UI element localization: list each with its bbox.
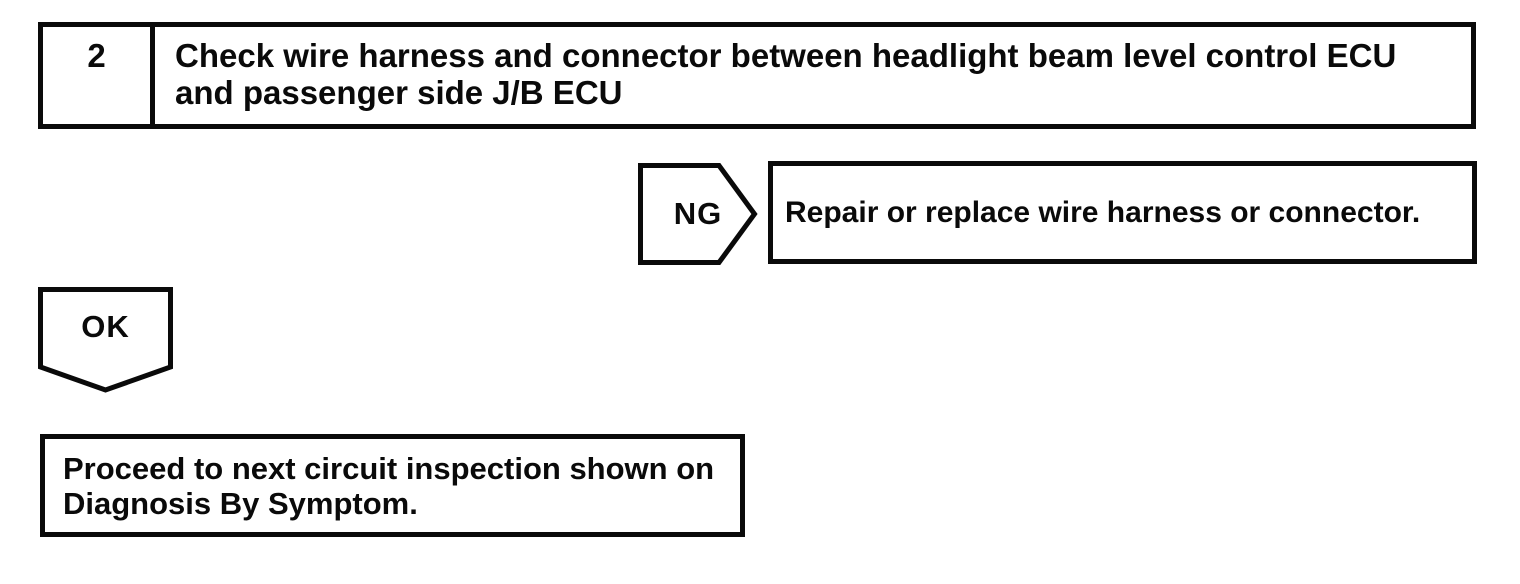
ng-connector-shape: NG — [638, 163, 758, 265]
step-box: 2 Check wire harness and connector betwe… — [38, 22, 1476, 129]
ok-result-box: Proceed to next circuit inspection shown… — [40, 434, 745, 537]
ok-label: OK — [81, 309, 130, 344]
right-arrow-pentagon-icon — [638, 163, 758, 265]
ok-result-line-1: Proceed to next circuit inspection shown… — [63, 451, 715, 486]
step-title-line-2: and passenger side J/B ECU — [175, 74, 623, 111]
ok-result-line-2: Diagnosis By Symptom. — [63, 486, 418, 521]
step-title: Check wire harness and connector between… — [155, 27, 1414, 124]
ng-label: NG — [673, 196, 723, 231]
step-title-line-1: Check wire harness and connector between… — [175, 37, 1397, 74]
down-arrow-pentagon-icon — [38, 287, 173, 393]
step-number: 2 — [43, 27, 155, 124]
ok-connector-shape: OK — [38, 287, 173, 393]
ng-result-box: Repair or replace wire harness or connec… — [768, 161, 1477, 264]
ng-result-text: Repair or replace wire harness or connec… — [785, 195, 1421, 229]
